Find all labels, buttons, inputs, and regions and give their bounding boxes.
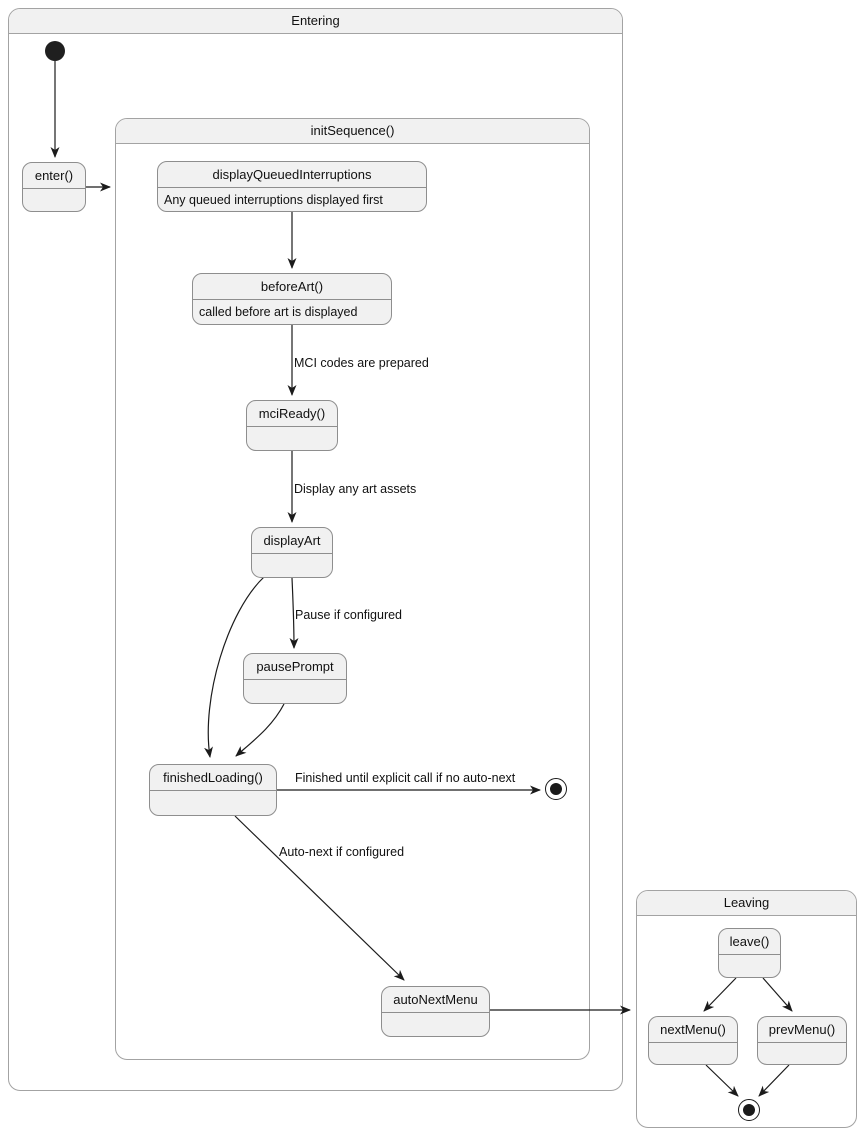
- state-prev-menu-label: prevMenu(): [758, 1017, 846, 1043]
- state-finished-loading-label: finishedLoading(): [150, 765, 276, 791]
- state-enter-label: enter(): [23, 163, 85, 189]
- state-pause-prompt: pausePrompt: [243, 653, 347, 704]
- state-next-menu: nextMenu(): [648, 1016, 738, 1065]
- state-auto-next-menu-label: autoNextMenu: [382, 987, 489, 1013]
- state-before-art-label: beforeArt(): [193, 274, 391, 300]
- initial-state-dot: [45, 41, 65, 61]
- transition-label-display-art-assets: Display any art assets: [294, 482, 417, 496]
- edge-leave-to-nextmenu: [703, 977, 737, 1012]
- state-display-queued-interruptions-label: displayQueuedInterruptions: [158, 162, 426, 188]
- container-entering-title: Entering: [9, 9, 622, 34]
- state-display-art-label: displayArt: [252, 528, 332, 554]
- container-leaving: Leaving: [636, 890, 857, 1128]
- state-mci-ready: mciReady(): [246, 400, 338, 451]
- state-leave: leave(): [718, 928, 781, 978]
- edge-pauseprompt-to-finishedloading: [235, 703, 285, 757]
- container-init-sequence: initSequence(): [115, 118, 590, 1060]
- state-next-menu-label: nextMenu(): [649, 1017, 737, 1043]
- container-leaving-title: Leaving: [637, 891, 856, 916]
- final-state-inner-dot: [743, 1104, 755, 1116]
- final-state-init-sequence: [545, 778, 567, 800]
- edge-finishedloading-to-autonextmenu: [234, 815, 405, 981]
- final-state-inner-dot: [550, 783, 562, 795]
- transition-label-pause-if-configured: Pause if configured: [295, 608, 403, 622]
- state-finished-loading: finishedLoading(): [149, 764, 277, 816]
- state-before-art-note: called before art is displayed: [199, 305, 358, 319]
- state-pause-prompt-label: pausePrompt: [244, 654, 346, 680]
- transition-label-mci-codes: MCI codes are prepared: [294, 356, 429, 370]
- edge-displayart-to-pauseprompt: [289, 577, 299, 649]
- edge-leave-to-prevmenu: [762, 977, 793, 1012]
- state-display-queued-interruptions-note: Any queued interruptions displayed first: [164, 192, 383, 207]
- edge-prevmenu-to-final: [758, 1064, 790, 1097]
- transition-label-finished-until-explicit: Finished until explicit call if no auto-…: [295, 771, 516, 785]
- state-prev-menu: prevMenu(): [757, 1016, 847, 1065]
- state-leave-label: leave(): [719, 929, 780, 955]
- state-mci-ready-label: mciReady(): [247, 401, 337, 427]
- final-state-leaving: [738, 1099, 760, 1121]
- container-entering: Entering: [8, 8, 623, 1091]
- state-enter: enter(): [22, 162, 86, 212]
- container-init-sequence-title: initSequence(): [116, 119, 589, 144]
- edge-displayart-to-finishedloading: [204, 576, 265, 758]
- edge-nextmenu-to-final: [705, 1064, 739, 1097]
- state-display-queued-interruptions: displayQueuedInterruptions Any queued in…: [157, 161, 427, 212]
- state-display-art: displayArt: [251, 527, 333, 578]
- state-before-art: beforeArt() called before art is display…: [192, 273, 392, 325]
- transition-label-auto-next-if-configured: Auto-next if configured: [279, 845, 405, 859]
- state-auto-next-menu: autoNextMenu: [381, 986, 490, 1037]
